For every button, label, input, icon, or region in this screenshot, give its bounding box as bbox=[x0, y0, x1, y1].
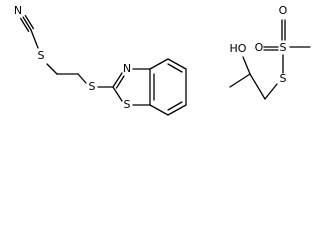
atom-hydroxyl: HO bbox=[230, 42, 247, 55]
atom-o-sulfonyl-left: O bbox=[255, 41, 264, 54]
atom-s-thiocyanate: S bbox=[38, 49, 45, 62]
bond-benz-1 bbox=[149, 58, 169, 70]
chemical-structure-canvas: N S S N S O O bbox=[14, 4, 311, 116]
atom-s-sulfonyl: S bbox=[280, 41, 287, 54]
atom-s-thioether: S bbox=[89, 80, 96, 93]
bond-n-c-triple-2 bbox=[24, 14, 35, 30]
atom-s-thiazole: S bbox=[124, 98, 131, 111]
atom-n-thiazole: N bbox=[123, 62, 131, 75]
bond-s-ch2 bbox=[264, 83, 278, 100]
bond-c2-n-double bbox=[115, 75, 125, 89]
atom-o-sulfonyl-top: O bbox=[279, 4, 288, 17]
bond-n-c-triple-1 bbox=[22, 16, 32, 31]
bond-c2-n bbox=[112, 72, 123, 88]
molecule-left: N S S N S bbox=[14, 4, 187, 116]
molecule-right: O O S S HO bbox=[229, 4, 311, 100]
bond-benz-5 bbox=[149, 104, 169, 116]
atom-s-thio: S bbox=[280, 72, 287, 85]
bond-c-s1 bbox=[30, 29, 39, 49]
bond-ch2-s2 bbox=[77, 73, 87, 84]
bond-benz-2 bbox=[167, 58, 187, 70]
bond-ch2-ch bbox=[249, 73, 266, 100]
atom-n-nitrile: N bbox=[14, 4, 22, 17]
bond-n-c-triple-3 bbox=[19, 17, 30, 33]
bond-benz-2-double bbox=[167, 63, 183, 73]
bond-s1-ch2 bbox=[46, 63, 58, 75]
bond-benz-4-double bbox=[167, 101, 183, 111]
bond-ch-oh bbox=[242, 56, 251, 75]
chemical-structure-svg: N S S N S O O bbox=[14, 4, 311, 116]
bond-ch-ch3 bbox=[229, 73, 251, 88]
bond-c2-s3 bbox=[112, 86, 123, 102]
bond-benz-4 bbox=[167, 104, 187, 116]
